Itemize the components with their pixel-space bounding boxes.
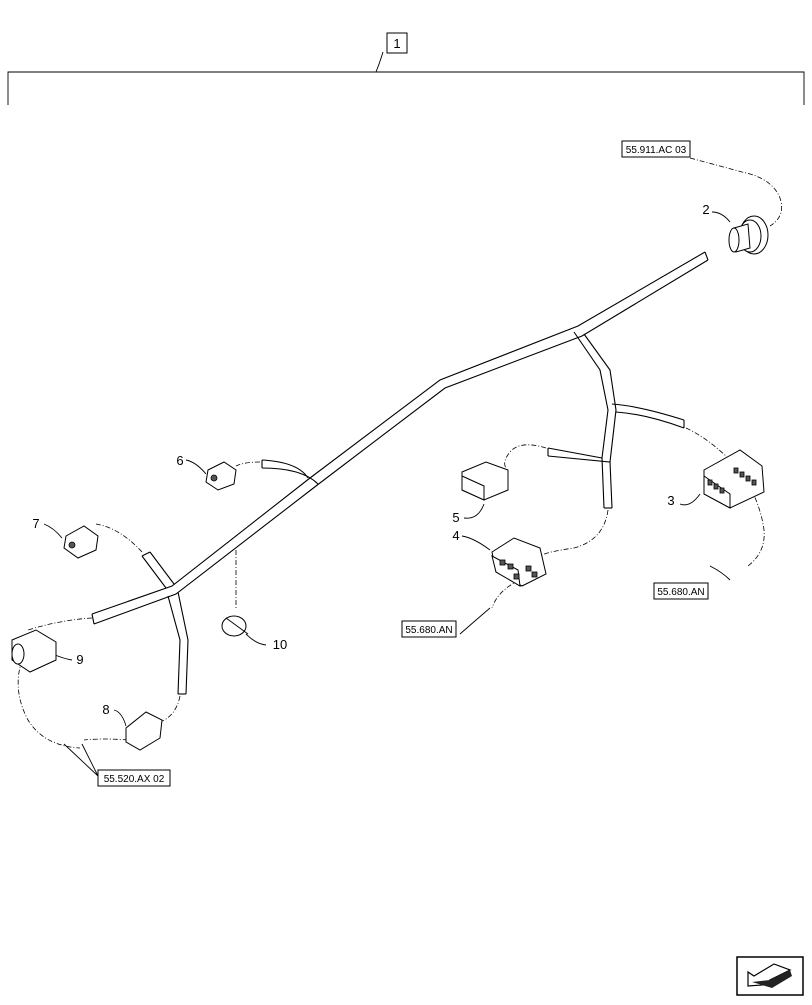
harness-trunk (91, 251, 709, 625)
reference-ac03[interactable]: 55.911.AC 03 (621, 140, 691, 158)
assembly-number-box (386, 32, 408, 54)
connector-5-part (461, 461, 509, 501)
harness-branch-6 (261, 459, 319, 485)
reference-an-right[interactable]: 55.680.AN (653, 582, 709, 600)
large-connector-part (703, 449, 765, 509)
reference-an-right-label: 55.680.AN (657, 587, 704, 598)
reference-ax02-label: 55.520.AX 02 (104, 774, 165, 785)
clip-part (221, 615, 249, 637)
callout-7: 7 (32, 516, 39, 531)
callout-8: 8 (102, 702, 109, 717)
connector-8-part (125, 711, 163, 751)
next-page-arrow-icon[interactable] (736, 956, 804, 996)
callout-2: 2 (702, 202, 709, 217)
assembly-number: 1 (393, 36, 400, 51)
connector-6-part (205, 461, 237, 491)
connector-7-part (63, 525, 99, 559)
harness-branch-left (141, 551, 189, 695)
callout-3: 3 (667, 493, 674, 508)
grommet-part (728, 215, 769, 255)
callout-9: 9 (76, 652, 83, 667)
reference-an-mid-label: 55.680.AN (405, 625, 452, 636)
harness-branch-right (547, 331, 685, 509)
double-connector-part (491, 537, 547, 587)
reference-an-mid[interactable]: 55.680.AN (401, 620, 457, 638)
leader-lines (43, 211, 731, 777)
callout-4: 4 (452, 528, 459, 543)
connector-9-part (11, 629, 57, 673)
connection-lines (17, 157, 783, 749)
callout-10: 10 (273, 637, 287, 652)
callout-5: 5 (452, 510, 459, 525)
reference-ax02[interactable]: 55.520.AX 02 (97, 769, 171, 787)
callout-6: 6 (176, 453, 183, 468)
reference-ac03-label: 55.911.AC 03 (626, 145, 687, 156)
assembly-bracket: 1 (7, 32, 805, 105)
